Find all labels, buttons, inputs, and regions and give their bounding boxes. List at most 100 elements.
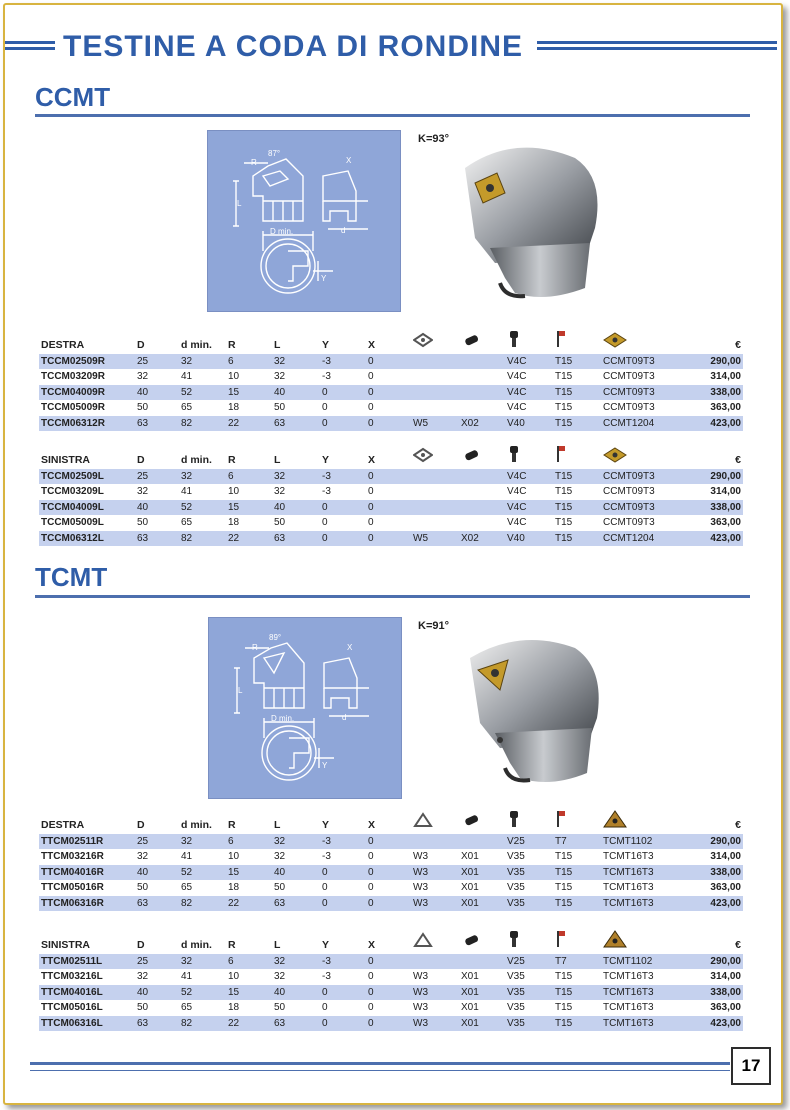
table-cell: 6 <box>226 468 272 484</box>
clamp-screw-icon <box>505 330 553 354</box>
table-cell: 41 <box>181 971 193 982</box>
col-header: X <box>368 939 376 951</box>
table-cell: 40 <box>272 499 320 515</box>
part-code: TTCM02511L <box>39 953 135 969</box>
part-code: TCCM03209R <box>41 371 105 382</box>
table-cell: 0 <box>366 984 411 1000</box>
price-cell: 290,00 <box>669 468 743 484</box>
table-cell: 0 <box>322 1002 328 1013</box>
table-cell: 82 <box>179 895 226 911</box>
table-cell: T15 <box>555 402 573 413</box>
col-header: L <box>274 939 281 951</box>
table-cell: 65 <box>181 882 193 893</box>
table-cell: 65 <box>181 402 193 413</box>
table-cell: 50 <box>137 1002 149 1013</box>
table-cell <box>411 499 459 515</box>
table-cell: 0 <box>366 468 411 484</box>
k-angle-tcmt: K=91° <box>418 620 450 632</box>
col-header: X <box>368 819 376 831</box>
table-cell: 22 <box>226 895 272 911</box>
table-cell: V4C <box>507 486 527 497</box>
price-cell: 363,00 <box>710 402 741 413</box>
diagram-dmin-label: D min. <box>270 227 293 236</box>
table-cell: 82 <box>179 1015 226 1031</box>
table-cell: 15 <box>226 864 272 880</box>
diagram-x-label: X <box>347 643 353 652</box>
col-header: d min. <box>181 339 212 351</box>
table-cell: 40 <box>135 384 179 400</box>
part-code: TCCM06312L <box>39 530 135 546</box>
table-cell <box>459 468 505 484</box>
table-cell: 63 <box>135 895 179 911</box>
part-code: TTCM03216R <box>41 851 104 862</box>
table-cell: CCMT09T3 <box>601 499 669 515</box>
col-header: L <box>274 454 281 466</box>
col-header: D <box>137 819 145 831</box>
table-cell: 0 <box>322 882 328 893</box>
clamp-screw-icon <box>505 445 553 469</box>
table-cell: X01 <box>459 864 505 880</box>
table-cell: 0 <box>368 851 374 862</box>
table-cell: W3 <box>413 851 428 862</box>
table-cell: W5 <box>411 530 459 546</box>
table-cell <box>411 833 459 849</box>
table-cell: 0 <box>366 530 411 546</box>
part-code: TCCM05009L <box>41 517 104 528</box>
table-cell: TCMT16T3 <box>601 1015 669 1031</box>
table-cell: V4C <box>507 402 527 413</box>
price-cell: 338,00 <box>669 984 743 1000</box>
table-cell: 0 <box>320 984 366 1000</box>
table-cell <box>411 369 459 385</box>
diagram-x-label: X <box>346 156 352 165</box>
currency-header: € <box>735 939 741 951</box>
table-cell: X02 <box>459 530 505 546</box>
table-cell <box>459 384 505 400</box>
table-cell: 15 <box>226 984 272 1000</box>
table-cell: TCMT1102 <box>601 953 669 969</box>
table-cell: 50 <box>274 882 286 893</box>
table-cell: 50 <box>137 517 149 528</box>
table-cell <box>459 484 505 500</box>
table-cell: TCMT16T3 <box>603 1002 654 1013</box>
price-cell: 423,00 <box>669 1015 743 1031</box>
table-cell <box>459 515 505 531</box>
table-cell: 18 <box>228 1002 240 1013</box>
price-cell: 314,00 <box>710 851 741 862</box>
table-cell <box>411 953 459 969</box>
clamp-screw-icon <box>505 810 553 834</box>
table-cell <box>411 515 459 531</box>
table-cell: 32 <box>272 953 320 969</box>
table-cell: TCMT16T3 <box>603 971 654 982</box>
tool-holder-photo-tcmt <box>460 628 605 793</box>
col-header: R <box>228 339 236 351</box>
table-cell: CCMT1204 <box>601 530 669 546</box>
table-cell: 50 <box>137 882 149 893</box>
table-cell: 32 <box>137 486 149 497</box>
diagram-l-label: L <box>238 686 243 695</box>
table-cell: 32 <box>137 371 149 382</box>
table-cell: 0 <box>320 530 366 546</box>
part-code: TCCM02509L <box>39 468 135 484</box>
part-code: TTCM02511R <box>39 833 135 849</box>
table-cell <box>459 369 505 385</box>
footer-rule-thin <box>30 1070 730 1071</box>
table-cell: 63 <box>272 530 320 546</box>
table-cell: 0 <box>368 371 374 382</box>
table-cell <box>411 384 459 400</box>
table-label: SINISTRA <box>41 939 91 951</box>
currency-header: € <box>735 819 741 831</box>
table-cell: 52 <box>179 984 226 1000</box>
table-cell: V35 <box>505 895 553 911</box>
diagram-angle-label: 87° <box>268 149 280 158</box>
table-cell: X02 <box>459 415 505 431</box>
table-cell: 25 <box>135 468 179 484</box>
table-cell: 63 <box>135 530 179 546</box>
